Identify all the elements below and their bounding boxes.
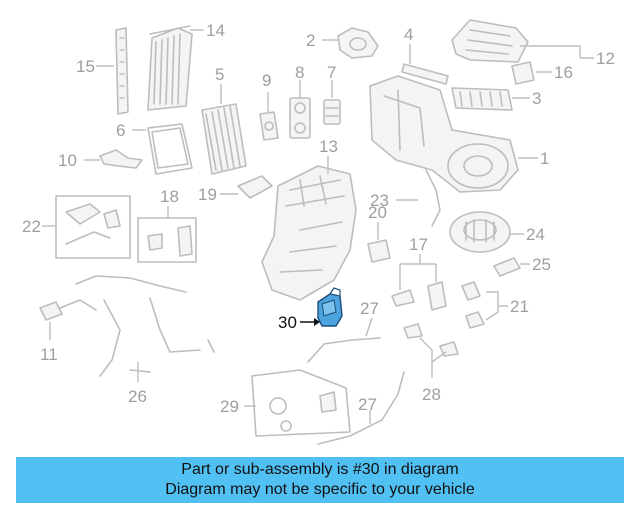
callout-6[interactable]: 6: [116, 121, 125, 140]
part-5-evaporator[interactable]: [201, 103, 247, 175]
part-25[interactable]: [493, 257, 521, 277]
part-28[interactable]: [403, 323, 459, 357]
part-4[interactable]: [401, 63, 449, 85]
callout-17[interactable]: 17: [409, 235, 428, 254]
part-21[interactable]: [461, 281, 485, 329]
part-18[interactable]: [147, 225, 193, 257]
callout-8[interactable]: 8: [295, 63, 304, 82]
callout-4[interactable]: 4: [404, 25, 413, 44]
callout-21[interactable]: 21: [510, 297, 529, 316]
part-15[interactable]: [115, 27, 129, 115]
callout-14[interactable]: 14: [206, 21, 225, 40]
part-27-pipe-lower[interactable]: [317, 371, 405, 445]
leader-27a: [365, 317, 373, 337]
callout-20[interactable]: 20: [368, 203, 387, 222]
part-26-harness[interactable]: [59, 275, 215, 377]
callout-11[interactable]: 11: [40, 345, 58, 364]
callout-10[interactable]: 10: [58, 151, 77, 170]
callout-13[interactable]: 13: [319, 137, 338, 156]
callout-26[interactable]: 26: [128, 387, 147, 406]
part-3-filter[interactable]: [451, 87, 513, 111]
part-2[interactable]: [337, 27, 379, 59]
part-29[interactable]: [269, 391, 337, 432]
part-22-group: [55, 195, 131, 259]
callout-30[interactable]: 30: [278, 313, 297, 332]
leader-28: [419, 337, 447, 378]
callout-1[interactable]: 1: [540, 149, 549, 168]
callout-7[interactable]: 7: [327, 63, 336, 82]
callout-3[interactable]: 3: [532, 89, 541, 108]
part-12-duct[interactable]: [451, 19, 529, 63]
part-8[interactable]: [289, 97, 311, 139]
part-20[interactable]: [367, 239, 391, 263]
part-6-gasket[interactable]: [147, 123, 193, 175]
part-7-valve[interactable]: [323, 99, 341, 125]
callout-2[interactable]: 2: [306, 31, 315, 50]
part-9[interactable]: [259, 111, 279, 141]
part-23-pipe[interactable]: [425, 169, 441, 227]
part-27-hose-upper[interactable]: [307, 337, 381, 363]
part-14-heater-core[interactable]: [147, 25, 193, 111]
leader-17: [399, 254, 437, 290]
callout-23[interactable]: 23: [370, 191, 389, 210]
callout-19[interactable]: 19: [198, 185, 217, 204]
callout-27-upper[interactable]: 27: [360, 299, 379, 318]
callout-12[interactable]: 12: [596, 49, 615, 68]
callout-28[interactable]: 28: [422, 385, 441, 404]
part-10-bracket[interactable]: [99, 149, 143, 169]
banner-line-1: Part or sub-assembly is #30 in diagram: [181, 461, 459, 478]
callout-22[interactable]: 22: [22, 217, 41, 236]
part-18-group: [137, 217, 197, 263]
leader-12: [520, 45, 594, 59]
callout-5[interactable]: 5: [215, 65, 224, 84]
banner-line-2: Diagram may not be specific to your vehi…: [165, 481, 475, 498]
parts-diagram: 14 15 6 10 5 9 8 7: [22, 19, 615, 445]
info-banner: Part or sub-assembly is #30 in diagram D…: [16, 457, 624, 503]
callout-27-lower[interactable]: 27: [358, 395, 377, 414]
callout-9[interactable]: 9: [262, 71, 271, 90]
part-29-group: [251, 369, 351, 437]
callout-16[interactable]: 16: [554, 63, 573, 82]
part-17[interactable]: [391, 281, 447, 311]
part-1-housing[interactable]: [369, 75, 519, 193]
callout-25[interactable]: 25: [532, 255, 551, 274]
part-11[interactable]: [39, 301, 63, 321]
part-19[interactable]: [237, 175, 273, 199]
part-24-blower[interactable]: [449, 211, 511, 253]
part-22[interactable]: [65, 203, 121, 245]
callout-24[interactable]: 24: [526, 225, 545, 244]
arrow-icon: [314, 318, 320, 326]
part-30-highlighted[interactable]: [317, 287, 343, 327]
callout-15[interactable]: 15: [76, 57, 95, 76]
part-16[interactable]: [511, 61, 535, 85]
part-13-hvac-case[interactable]: [261, 165, 357, 301]
leader-21: [485, 291, 508, 321]
callout-18[interactable]: 18: [160, 187, 179, 206]
callout-29[interactable]: 29: [220, 397, 239, 416]
